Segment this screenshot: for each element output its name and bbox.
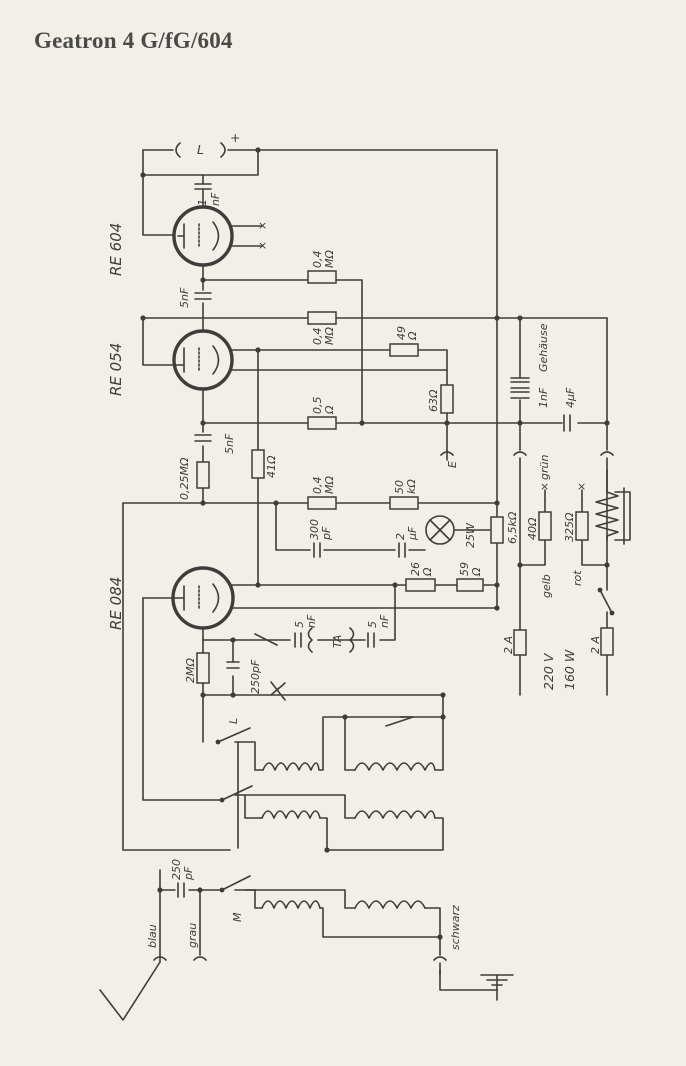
lamp-25w [425,515,455,545]
label-49: 49 [395,326,408,340]
label-05: 0,5 [311,397,324,415]
label-plus: + [230,130,240,145]
label-04m-a-unit: MΩ [323,250,336,268]
junction-dots [140,147,610,940]
label-cap-1nf-top-unit: nF [209,192,222,206]
label-04m-c-unit: MΩ [323,476,336,494]
label-5nf-d-unit: nF [378,614,391,628]
label-50k: 50 [393,480,406,494]
label-59: 59 [458,562,471,576]
label-2uf: 2 [394,533,407,540]
svg-text:×: × [577,480,586,493]
label-4uf: 4µF [564,387,577,408]
label-grau: grau [186,923,199,948]
wiring [122,149,631,991]
label-250pf-b-unit: pF [182,866,195,881]
label-05-unit: Ω [323,405,336,415]
label-ta: TA [331,635,344,648]
label-fuse-b: 2 A [589,636,602,654]
svg-text:×: × [258,239,267,252]
label-fuse-a: 2 A [502,636,515,654]
speaker-coil-l [175,142,226,208]
label-04m-a: 0,4 [311,251,324,269]
label-325: 325Ω [563,512,576,542]
label-gelb: gelb [540,574,553,598]
label-300pf-unit: pF [320,526,333,541]
label-mains-v: 220 V [541,652,556,690]
label-5nf-a: 5nF [178,287,191,308]
label-5nf-d: 5 [366,621,379,628]
label-2m: 2MΩ [184,658,197,683]
label-mains-w: 160 W [562,649,577,690]
label-2uf-unit: µF [406,526,419,541]
label-26-unit: Ω [421,567,434,577]
tube-label-re084: RE 084 [107,577,125,630]
capacitors [177,292,571,898]
label-rot: rot [571,570,584,586]
label-41: 41Ω [265,455,278,478]
label-blau: blau [146,924,159,948]
label-49-unit: Ω [406,331,419,341]
component-labels: RE 604 RE 054 RE 084 L + 1 nF 5nF 0,4 MΩ… [107,130,602,950]
label-e: E [446,461,459,468]
tube-re054 [172,329,234,391]
label-65k: 6,5kΩ [506,511,519,544]
label-50k-unit: kΩ [405,479,418,494]
switches: × × [215,480,615,893]
coils [261,762,436,909]
label-04m-b: 0,4 [311,328,324,346]
label-300pf: 300 [308,519,321,540]
label-l-switch: L [227,718,240,724]
page-title: Geatron 4 G/fG/604 [34,28,233,53]
ground-symbol [480,974,514,1001]
label-5nf-c: 5 [293,621,306,628]
label-gehause: Gehäuse [537,323,550,372]
label-40: 40Ω [526,517,539,540]
tube-re604: × × [172,205,267,267]
svg-text:×: × [540,480,549,493]
label-cap-1nf-top: 1 [196,199,209,206]
antenna-symbol [99,954,161,1021]
label-59-unit: Ω [470,567,483,577]
label-025m: 0,25MΩ [178,457,191,500]
label-04m-c: 0,4 [311,477,324,495]
plugs [153,449,614,976]
label-lamp-25w: 25W [464,522,477,548]
label-m: M [231,912,244,922]
label-5nf-c-unit: nF [305,614,318,628]
tube-re084 [142,566,235,630]
heater-zigzag [595,469,625,545]
label-26: 26 [409,562,422,576]
label-250pf-b: 250 [170,859,183,880]
label-250pf-a: 250pF [249,659,262,694]
label-l-top: L [197,142,204,157]
label-63: 63Ω [427,389,440,412]
tube-label-re604: RE 604 [107,223,125,276]
resistors [196,270,614,684]
label-5nf-b: 5nF [223,433,236,454]
label-04m-b-unit: MΩ [323,327,336,345]
label-1nf: 1nF [537,387,550,408]
label-schwarz: schwarz [449,905,462,950]
svg-text:×: × [258,219,267,232]
label-gruen: grün [538,455,551,480]
tube-label-re054: RE 054 [107,343,125,396]
